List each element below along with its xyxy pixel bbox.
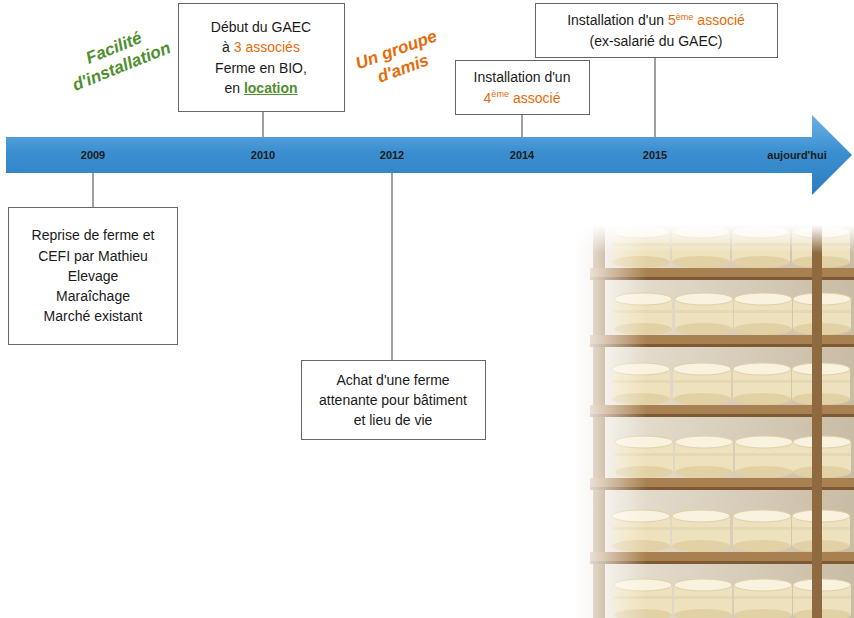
timeline-arrow: 20092010201220142015aujourd'hui <box>6 137 812 173</box>
box-text: ème <box>676 12 694 22</box>
text-line: Reprise de ferme et CEFI par Mathieu <box>23 225 163 266</box>
theme-label: Un groupe d'amis <box>346 24 454 97</box>
text-line: Achat d'une ferme attenante pour bâtimen… <box>312 370 475 431</box>
box-text: Ferme en BIO, <box>215 60 307 76</box>
timeline-connector <box>263 112 264 137</box>
box-text: à <box>222 39 230 55</box>
cheese-wheel <box>675 436 733 478</box>
text-line: Elevage <box>68 266 119 286</box>
text-line: Début du GAEC <box>211 17 311 37</box>
timeline-connector <box>392 173 393 360</box>
photo-fade <box>572 225 647 618</box>
text-line: enlocation <box>224 78 297 98</box>
year-label: aujourd'hui <box>767 149 826 161</box>
text-line: à3 associés <box>222 37 300 57</box>
box-text: location <box>244 80 298 96</box>
photo-ground <box>572 225 854 618</box>
cheese-wheel <box>672 510 730 552</box>
event-box: Reprise de ferme et CEFI par MathieuElev… <box>8 207 178 345</box>
cheese-wheel <box>675 293 733 335</box>
timeline-connector <box>93 173 94 207</box>
text-line: Marché existant <box>44 306 143 326</box>
text-line: (ex-salarié du GAEC) <box>589 31 722 51</box>
event-box: Installation d'un 4ème associé <box>455 60 590 115</box>
event-box: Installation d'un5èmeassocié (ex-salarié … <box>535 3 778 58</box>
year-label: 2009 <box>81 149 105 161</box>
box-text: Reprise de ferme et CEFI par Mathieu <box>32 227 155 263</box>
box-text: associé <box>697 12 744 28</box>
cheese-wheel <box>733 363 791 405</box>
event-box: Début du GAEC à3 associésFerme en BIO, enl… <box>178 3 345 112</box>
year-label: 2010 <box>251 149 275 161</box>
cheese-wheel <box>733 510 791 552</box>
photo-fade <box>572 225 854 253</box>
timeline-connector <box>522 115 523 137</box>
box-text: Début du GAEC <box>211 19 311 35</box>
shelf-post <box>812 225 822 618</box>
cheese-wheel <box>673 363 731 405</box>
text-line: Ferme en BIO, <box>215 58 307 78</box>
cheese-wheel <box>734 293 792 335</box>
year-label: 2014 <box>510 149 534 161</box>
timeline-connector <box>655 58 656 137</box>
box-text: Marché existant <box>44 308 143 324</box>
year-label: 2012 <box>380 149 404 161</box>
text-line: Maraîchage <box>56 286 130 306</box>
box-text: 3 associés <box>234 39 300 55</box>
year-label: 2015 <box>643 149 667 161</box>
text-line: Installation d'un <box>474 67 571 87</box>
text-line: Installation d'un5èmeassocié <box>567 10 745 30</box>
text-line: 4ème associé <box>484 88 561 108</box>
timeline-arrow-shape <box>6 137 812 173</box>
box-text: en <box>224 80 240 96</box>
cheese-wheel <box>735 436 793 478</box>
box-text: 4 <box>484 90 492 106</box>
box-text: 5 <box>668 12 676 28</box>
theme-label: Facilité d'installation <box>62 20 174 97</box>
cheese-wheel <box>674 579 732 618</box>
box-text: ème <box>491 89 509 99</box>
event-box: Achat d'une ferme attenante pour bâtimen… <box>301 360 486 440</box>
box-text: Elevage <box>68 268 119 284</box>
box-text: (ex-salarié du GAEC) <box>589 33 722 49</box>
box-text: Achat d'une ferme attenante pour bâtimen… <box>319 372 467 429</box>
box-text: Maraîchage <box>56 288 130 304</box>
cheese-wheel <box>734 579 792 618</box>
box-text: Installation d'un <box>567 12 664 28</box>
timeline-arrow-body <box>6 115 852 195</box>
box-text: Installation d'un <box>474 69 571 85</box>
box-text: associé <box>513 90 560 106</box>
